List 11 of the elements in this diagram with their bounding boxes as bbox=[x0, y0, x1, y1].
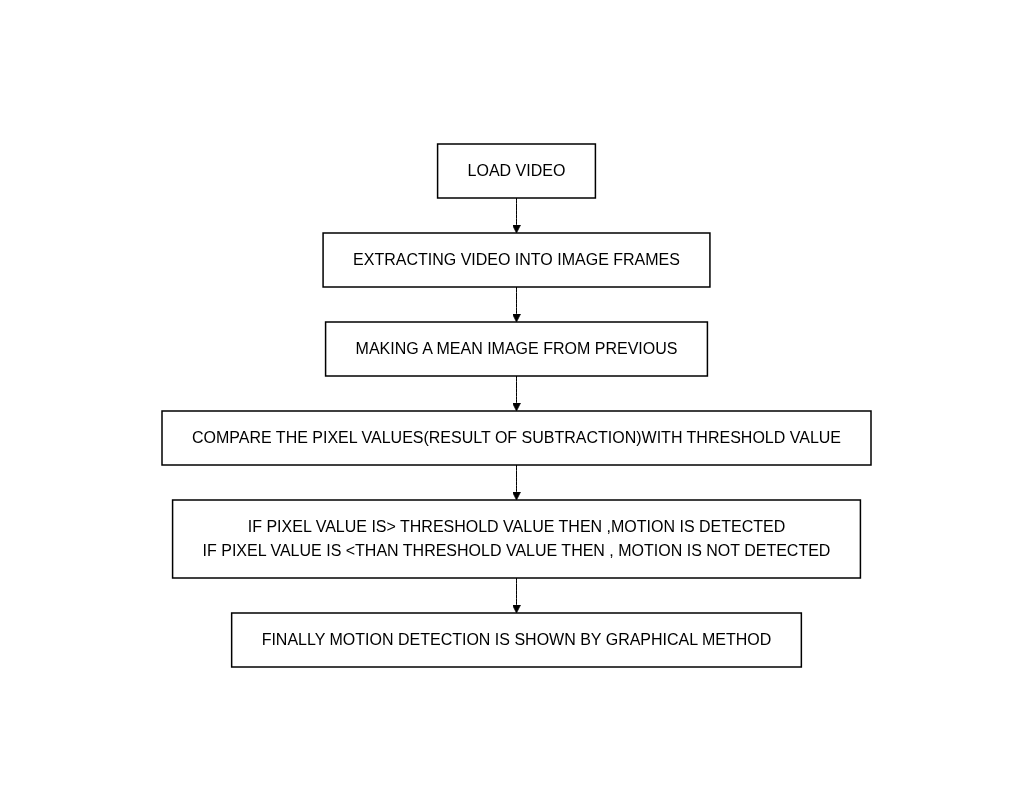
arrow bbox=[512, 375, 521, 411]
node-box: MAKING A MEAN IMAGE FROM PREVIOUS bbox=[324, 320, 709, 377]
node-box: IF PIXEL VALUE IS> THRESHOLD VALUE THEN ,MOTION IS DETECTED IF PIXEL VALUE IS <THAN THRESHOLD VALUE THEN , MOTION IS NOT DETECTED bbox=[171, 498, 862, 579]
arrow bbox=[512, 577, 521, 613]
node-box: FINALLY MOTION DETECTION IS SHOWN BY GRAPHICAL METHOD bbox=[230, 611, 803, 668]
arrow bbox=[512, 197, 521, 233]
node-box: COMPARE THE PIXEL VALUES(RESULT OF SUBTRACTION)WITH THRESHOLD VALUE bbox=[161, 409, 872, 466]
node-box: EXTRACTING VIDEO INTO IMAGE FRAMES bbox=[322, 231, 711, 288]
arrow bbox=[512, 464, 521, 500]
arrow bbox=[512, 286, 521, 322]
node-box: LOAD VIDEO bbox=[436, 142, 597, 199]
